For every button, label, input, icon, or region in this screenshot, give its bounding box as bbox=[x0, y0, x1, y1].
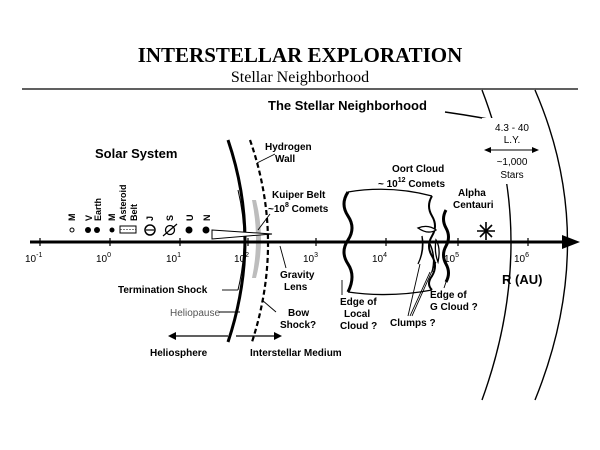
tick-label-3: 102 bbox=[234, 252, 249, 265]
planet-label-mercury: M bbox=[67, 214, 77, 222]
earth-icon bbox=[94, 227, 100, 233]
kuiper-suffix: Comets bbox=[289, 204, 329, 215]
uranus-icon bbox=[185, 226, 193, 234]
local-cloud-edge-wave bbox=[342, 191, 354, 293]
clumps-pointers bbox=[407, 261, 437, 317]
clump-2 bbox=[417, 235, 424, 265]
planets bbox=[69, 223, 210, 237]
hydrogen-wall-shading bbox=[252, 200, 261, 278]
distance-span-left-head bbox=[484, 147, 491, 153]
oort-cloud-outer-wave bbox=[428, 195, 436, 291]
planet-label-uranus: U bbox=[185, 215, 195, 222]
clumps-label: Clumps ? bbox=[390, 318, 436, 329]
solar-system-label: Solar System bbox=[95, 146, 177, 161]
bow-shock-label-line1: Bow bbox=[288, 308, 309, 319]
hydrogen-wall-label-line2: Wall bbox=[275, 154, 295, 165]
clump-4 bbox=[434, 238, 440, 265]
clump-1 bbox=[416, 225, 438, 233]
planet-label-neptune: N bbox=[202, 215, 212, 222]
alpha-centauri-label-line1: Alpha bbox=[458, 188, 486, 199]
kuiper-belt-wedge bbox=[211, 229, 273, 240]
page-title: INTERSTELLAR EXPLORATION bbox=[138, 43, 463, 67]
oort-prefix: ~ 10 bbox=[378, 179, 398, 190]
edge-g-cloud-line2: G Cloud ? bbox=[430, 302, 478, 313]
distance-unit: L.Y. bbox=[504, 135, 521, 146]
oort-cloud-top-edge bbox=[347, 188, 433, 197]
planet-label-asteroid: Asteroid bbox=[118, 184, 128, 221]
gravity-lens-label-line2: Lens bbox=[284, 282, 308, 293]
distance-axis-arrowhead bbox=[562, 235, 580, 249]
gravity-lens-label-line1: Gravity bbox=[280, 270, 315, 281]
tick-label-7: 106 bbox=[514, 252, 529, 265]
kuiper-exponent: 8 bbox=[285, 202, 289, 209]
bow-shock-label-line2: Shock? bbox=[280, 320, 316, 331]
alpha-centauri-star-icon bbox=[477, 222, 495, 240]
termination-shock-label: Termination Shock bbox=[118, 285, 208, 296]
heliosphere-label: Heliosphere bbox=[150, 348, 208, 359]
tick-label-5: 104 bbox=[372, 252, 387, 265]
oort-exponent: 12 bbox=[398, 177, 406, 184]
planet-labels: M V Earth M Asteroid Belt J S U N bbox=[67, 184, 212, 221]
hydrogen-wall-label-line1: Hydrogen bbox=[265, 142, 312, 153]
mars-icon bbox=[109, 227, 115, 233]
oort-cloud-bottom-edge bbox=[347, 289, 433, 296]
oort-suffix: Comets bbox=[406, 179, 446, 190]
termination-shock-arc bbox=[237, 189, 245, 291]
tick-labels: 10-1 100 101 102 103 104 105 106 bbox=[25, 252, 529, 265]
heliopause-label: Heliopause bbox=[170, 308, 220, 319]
star-count-unit: Stars bbox=[500, 170, 523, 181]
planet-label-jupiter: J bbox=[145, 216, 155, 221]
g-cloud-edge-wave bbox=[442, 209, 450, 283]
planet-label-saturn: S bbox=[165, 215, 175, 221]
tick-label-4: 103 bbox=[303, 252, 318, 265]
edge-g-cloud-line1: Edge of bbox=[430, 290, 467, 301]
axis-label: R (AU) bbox=[502, 272, 542, 287]
mercury-icon bbox=[69, 227, 75, 233]
bow-shock-arc bbox=[248, 139, 270, 343]
tick-label-2: 101 bbox=[166, 252, 181, 265]
hydrogen-wall-pointer bbox=[256, 153, 276, 164]
edge-local-cloud-line1: Edge of bbox=[340, 297, 377, 308]
neptune-icon bbox=[202, 226, 210, 234]
planet-label-earth: Earth bbox=[93, 198, 103, 221]
kuiper-belt-label: Kuiper Belt bbox=[272, 190, 326, 201]
oort-cloud-label: Oort Cloud bbox=[392, 164, 444, 175]
distance-span-right-head bbox=[532, 147, 539, 153]
star-count: ~1,000 bbox=[497, 157, 528, 168]
distance-range: 4.3 - 40 bbox=[495, 123, 529, 134]
stellar-neighborhood-label: The Stellar Neighborhood bbox=[268, 98, 427, 113]
heliosphere-arrowhead bbox=[168, 332, 176, 340]
oort-cloud-comets: ~ 1012 Comets bbox=[378, 177, 445, 190]
planet-label-mars: M bbox=[107, 214, 117, 222]
tick-label-0: 10-1 bbox=[25, 252, 42, 265]
axis-ticks bbox=[39, 238, 529, 246]
planet-label-belt: Belt bbox=[129, 204, 139, 221]
kuiper-belt-pointer bbox=[257, 213, 271, 231]
kuiper-belt-comets: ~108 Comets bbox=[268, 202, 329, 215]
edge-g-cloud-pointer bbox=[443, 281, 447, 289]
interstellar-medium-arrowhead bbox=[274, 332, 282, 340]
interstellar-medium-label: Interstellar Medium bbox=[250, 348, 342, 359]
tick-label-6: 105 bbox=[444, 252, 459, 265]
tick-label-1: 100 bbox=[96, 252, 111, 265]
bow-shock-pointer bbox=[261, 299, 277, 313]
gravity-lens-pointer bbox=[279, 245, 287, 269]
page-subtitle: Stellar Neighborhood bbox=[231, 69, 369, 86]
alpha-centauri-label-line2: Centauri bbox=[453, 200, 494, 211]
kuiper-prefix: ~10 bbox=[268, 204, 285, 215]
distance-box: 4.3 - 40 L.Y. ~1,000 Stars bbox=[482, 118, 539, 184]
venus-icon bbox=[85, 227, 91, 233]
edge-local-cloud-line3: Cloud ? bbox=[340, 321, 377, 332]
planet-label-venus: V bbox=[84, 215, 94, 221]
edge-local-cloud-line2: Local bbox=[344, 309, 370, 320]
